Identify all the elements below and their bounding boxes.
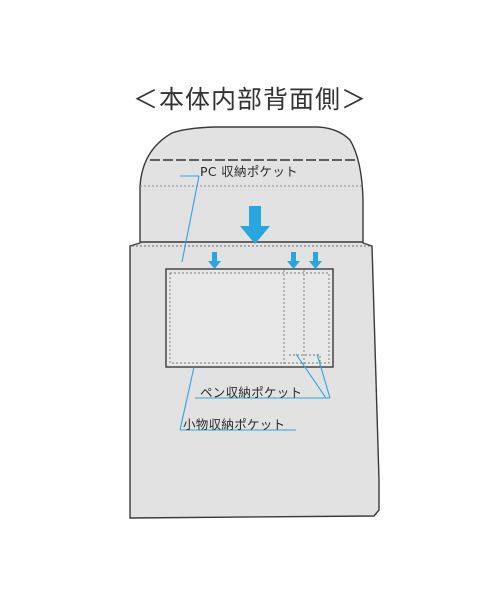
diagram-title: ＜本体内部背面側＞ xyxy=(132,85,367,114)
accessory-pocket-label: 小物収納ポケット xyxy=(183,417,286,432)
pen-pocket-label: ペン収納ポケット xyxy=(200,385,303,400)
pen-pocket-leader-line-2 xyxy=(316,353,331,399)
pen-pocket-arrow-icon-1 xyxy=(287,252,300,269)
accessory-pocket-panel xyxy=(165,268,334,368)
pen-pocket-arrow-icon-2 xyxy=(309,252,322,269)
accessory-pocket-leader-line xyxy=(179,366,195,431)
pen-pocket-leader-line-1 xyxy=(295,353,327,399)
accessory-pocket-arrow-icon xyxy=(208,252,221,269)
accessory-pocket-stitch xyxy=(169,272,330,364)
pc-pocket-arrow-icon xyxy=(240,206,270,244)
pc-pocket-label: PC 収納ポケット xyxy=(200,164,298,179)
pc-pocket-leader-line-2 xyxy=(181,175,200,263)
